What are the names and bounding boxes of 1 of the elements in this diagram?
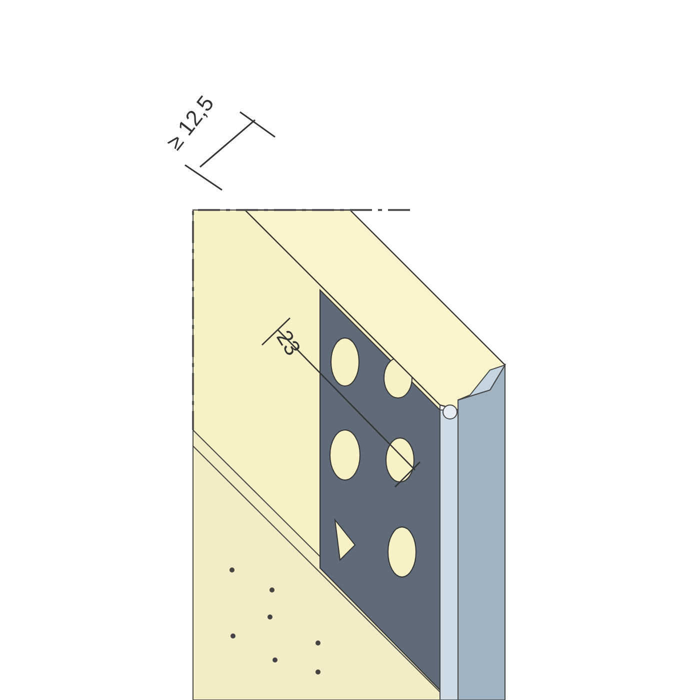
dimension-label: 23 [270,326,306,360]
